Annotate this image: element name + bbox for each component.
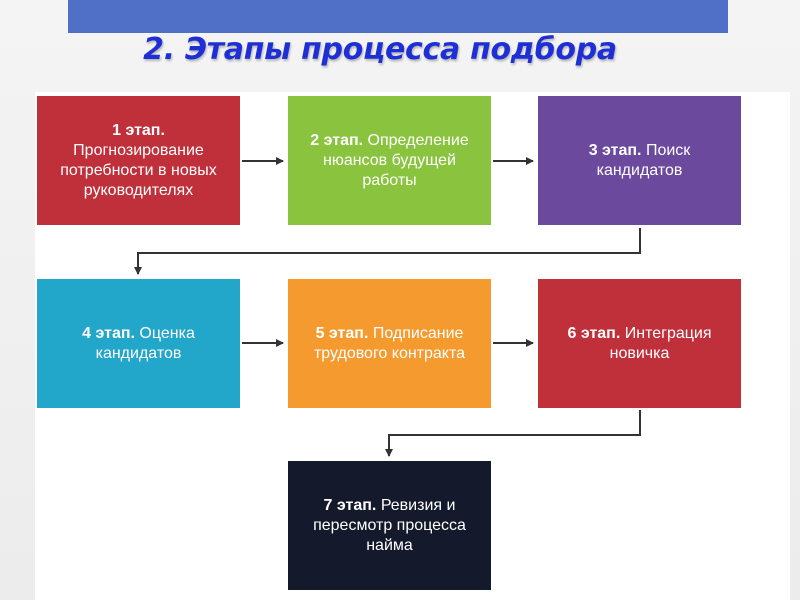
stage-3-label: 3 этап. — [588, 141, 642, 159]
stage-2-label: 2 этап. — [310, 131, 364, 149]
stage-1-text: Прогнозирование потребности в новых руко… — [60, 141, 217, 199]
stage-7-label: 7 этап. — [323, 496, 377, 514]
stage-5-box: 5 этап. Подписание трудового контракта — [288, 279, 491, 408]
stage-3-text: Поиск кандидатов — [596, 141, 691, 179]
stage-7-box: 7 этап. Ревизия и пересмотр процесса най… — [288, 461, 491, 590]
stage-2-text: Определение нюансов будущей работы — [322, 131, 469, 189]
stage-1-box: 1 этап. Прогнозирование потребности в нов… — [37, 96, 240, 225]
stage-4-label: 4 этап. — [82, 324, 135, 342]
slide-title: 2. Этапы процесса подбора — [143, 32, 617, 67]
stage-6-label: 6 этап. — [567, 324, 621, 342]
stage-3-box: 3 этап. Поиск кандидатов — [538, 96, 741, 225]
stage-7-text: Ревизия и пересмотр процесса найма — [313, 496, 466, 554]
top-banner — [68, 0, 728, 33]
stage-6-text: Интеграция новичка — [609, 324, 712, 362]
stage-4-box: 4 этап. Оценка кандидатов — [37, 279, 240, 408]
stage-6-box: 6 этап. Интеграция новичка — [538, 279, 741, 408]
stage-1-label: 1 этап. — [112, 121, 165, 139]
stage-5-label: 5 этап. — [315, 324, 369, 342]
stage-4-text: Оценка кандидатов — [95, 324, 195, 362]
stage-5-text: Подписание трудового контракта — [313, 324, 466, 362]
stage-2-box: 2 этап. Определение нюансов будущей рабо… — [288, 96, 491, 225]
